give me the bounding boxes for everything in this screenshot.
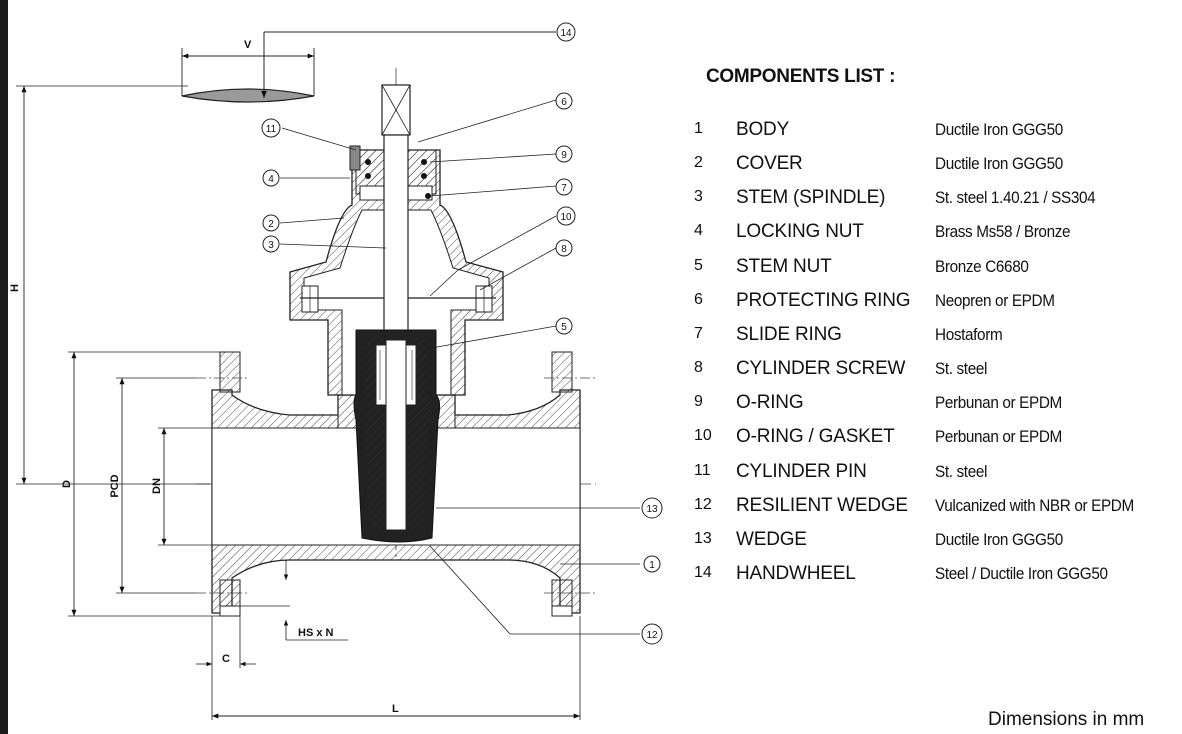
component-name: WEDGE — [736, 529, 807, 550]
dim-label-c: C — [222, 653, 230, 665]
component-name: CYLINDER PIN — [736, 461, 867, 482]
component-name: COVER — [736, 153, 803, 174]
balloon-5: 5 — [561, 322, 567, 333]
balloon-11: 11 — [266, 124, 277, 135]
dim-label-hs: HS x N — [298, 627, 334, 639]
component-number: 12 — [694, 496, 712, 513]
balloon-9: 9 — [561, 150, 567, 161]
component-material: St. steel — [935, 462, 988, 481]
component-name: RESILIENT WEDGE — [736, 495, 908, 516]
component-number: 8 — [694, 359, 703, 376]
component-number: 10 — [694, 427, 712, 444]
component-material: Bronze C6680 — [935, 257, 1029, 276]
component-number: 13 — [694, 530, 712, 547]
dimensions-note: Dimensions in mm — [988, 709, 1145, 730]
component-material: Hostaform — [935, 325, 1003, 344]
balloon-13: 13 — [646, 504, 658, 515]
component-number: 2 — [694, 154, 703, 171]
balloon-1: 1 — [649, 560, 655, 571]
component-name: PROTECTING RING — [736, 290, 911, 311]
balloon-2: 2 — [268, 219, 274, 230]
component-material: Steel / Ductile Iron GGG50 — [935, 564, 1108, 583]
component-material: Perbunan or EPDM — [935, 393, 1062, 412]
component-material: Vulcanized with NBR or EPDM — [935, 496, 1134, 515]
component-material: Perbunan or EPDM — [935, 427, 1062, 446]
component-name: HANDWHEEL — [736, 563, 856, 584]
balloon-10: 10 — [560, 212, 572, 223]
component-number: 14 — [694, 564, 712, 581]
handwheel — [181, 88, 315, 103]
balloon-3: 3 — [268, 240, 274, 251]
component-number: 9 — [694, 393, 703, 410]
balloon-4: 4 — [268, 174, 274, 185]
component-name: STEM NUT — [736, 256, 832, 277]
dim-label-d: D — [61, 480, 73, 488]
balloon-12: 12 — [646, 630, 658, 641]
dim-label-dn: DN — [151, 478, 163, 494]
component-material: St. steel 1.40.21 / SS304 — [935, 188, 1096, 207]
component-number: 6 — [694, 291, 703, 308]
component-name: LOCKING NUT — [736, 221, 864, 242]
balloon-8: 8 — [561, 244, 567, 255]
component-number: 7 — [694, 325, 703, 342]
component-number: 11 — [694, 462, 711, 479]
left-edge-bar — [0, 0, 8, 734]
component-name: BODY — [736, 119, 790, 140]
component-name: SLIDE RING — [736, 324, 842, 345]
components-list-title: COMPONENTS LIST : — [706, 66, 896, 87]
component-name: O-RING — [736, 392, 804, 413]
component-name: CYLINDER SCREW — [736, 358, 906, 379]
dim-label-l: L — [392, 703, 399, 715]
balloon-14: 14 — [560, 28, 572, 39]
dim-label-v: V — [244, 39, 252, 51]
component-number: 4 — [694, 222, 703, 239]
component-material: Brass Ms58 / Bronze — [935, 222, 1071, 241]
dim-label-h: H — [9, 284, 21, 292]
component-material: Ductile Iron GGG50 — [935, 154, 1063, 173]
component-number: 1 — [694, 120, 703, 137]
component-name: O-RING / GASKET — [736, 426, 895, 447]
component-material: Ductile Iron GGG50 — [935, 530, 1063, 549]
dim-label-pcd: PCD — [109, 474, 121, 497]
component-number: 5 — [694, 257, 703, 274]
component-material: Ductile Iron GGG50 — [935, 120, 1063, 139]
component-material: St. steel — [935, 359, 988, 378]
component-material: Neopren or EPDM — [935, 291, 1055, 310]
balloon-6: 6 — [561, 97, 567, 108]
component-number: 3 — [694, 188, 703, 205]
component-name: STEM (SPINDLE) — [736, 187, 886, 208]
balloon-7: 7 — [561, 183, 567, 194]
